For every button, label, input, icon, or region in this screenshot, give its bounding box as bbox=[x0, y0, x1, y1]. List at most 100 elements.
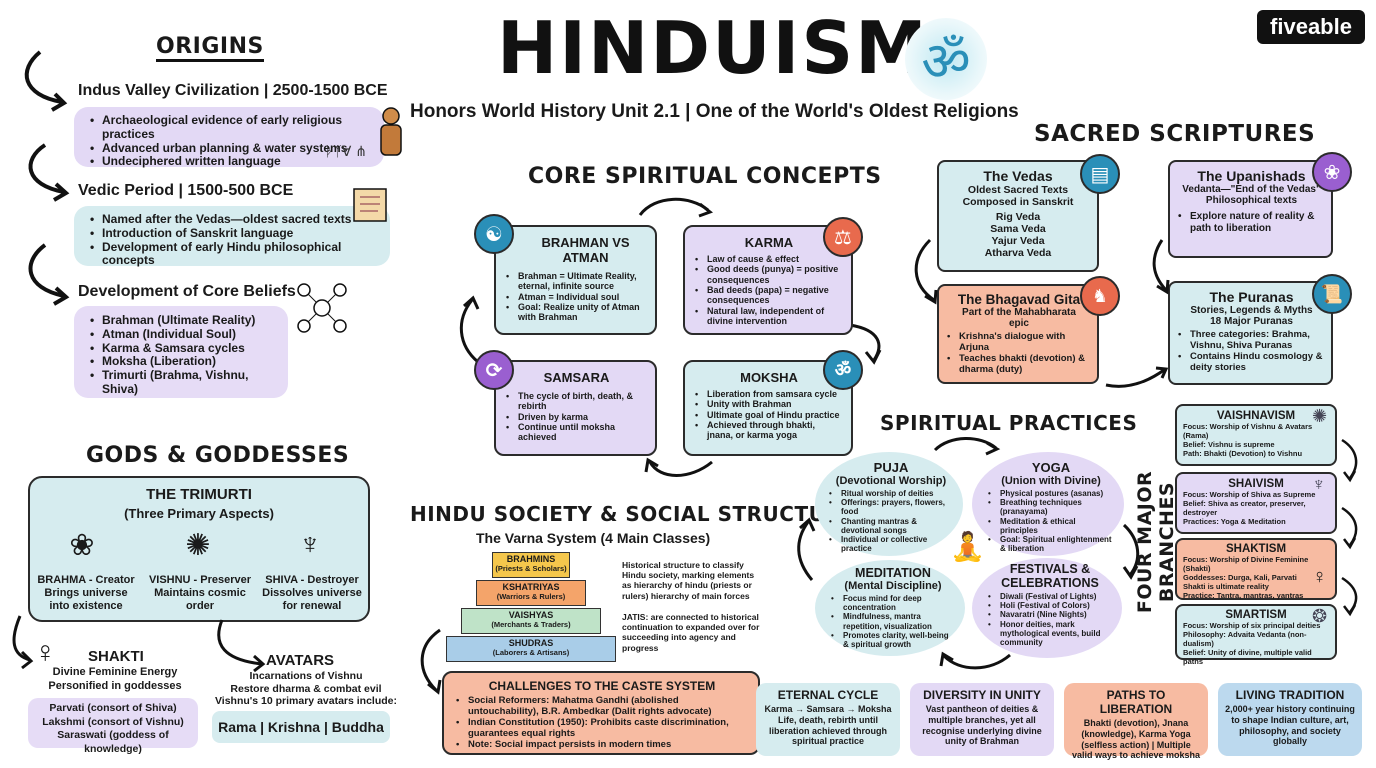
list-item: Law of cause & effect bbox=[695, 254, 843, 265]
branch-line: Belief: Unity of divine, multiple valid … bbox=[1183, 648, 1312, 666]
list-item: Contains Hindu cosmology & deity stories bbox=[1178, 351, 1325, 374]
branch-line: Focus: Worship of Divine Feminine (Shakt… bbox=[1183, 555, 1309, 573]
trimurti-box: THE TRIMURTI (Three Primary Aspects) ❀ ✺… bbox=[28, 476, 370, 622]
practice-subtitle: (Union with Divine) bbox=[1001, 475, 1101, 487]
varna-vaishyas: VAISHYAS(Merchants & Traders) bbox=[461, 608, 601, 634]
page-title: HINDUISM bbox=[497, 6, 929, 90]
list-item: Ritual worship of deities bbox=[829, 489, 953, 498]
scripture-title: The Puranas bbox=[1209, 289, 1294, 305]
puja-circle: PUJA (Devotional Worship) Ritual worship… bbox=[815, 452, 963, 556]
gods-arrows bbox=[12, 615, 266, 673]
branch-title: SHAIVISM bbox=[1228, 478, 1284, 490]
branch-line: Focus: Worship of Vishnu & Avatars (Rama… bbox=[1183, 422, 1313, 440]
gita-box: The Bhagavad Gita Part of the Mahabharat… bbox=[937, 284, 1099, 384]
practice-title: MEDITATION bbox=[855, 566, 931, 580]
list-item: Atharva Veda bbox=[984, 247, 1052, 259]
branch-line: Philosophy: Advaita Vedanta (non-dualism… bbox=[1183, 630, 1307, 648]
challenges-title: CHALLENGES TO THE CASTE SYSTEM bbox=[488, 679, 716, 693]
practice-subtitle: CELEBRATIONS bbox=[1001, 576, 1099, 590]
meditation-circle: MEDITATION (Mental Discipline) Focus min… bbox=[815, 560, 965, 656]
scripture-arrows bbox=[914, 238, 1170, 388]
yin-yang-icon: ☯ bbox=[474, 214, 514, 254]
scripture-desc: Composed in Sanskrit bbox=[962, 196, 1074, 208]
scroll-icon bbox=[348, 185, 392, 225]
practice-title: FESTIVALS & bbox=[1009, 562, 1091, 576]
origins-list-box: Named after the Vedas—oldest sacred text… bbox=[74, 206, 390, 269]
female-symbol-icon: ♀ bbox=[34, 636, 57, 669]
concept-title: MOKSHA bbox=[740, 370, 798, 385]
list-item: Archaeological evidence of early religio… bbox=[90, 113, 374, 142]
concept-title: SAMSARA bbox=[543, 370, 610, 385]
branch-title: VAISHNAVISM bbox=[1216, 410, 1296, 422]
summary-paths: PATHS TO LIBERATION Bhakti (devotion), J… bbox=[1064, 683, 1208, 760]
list-item: Promotes clarity, well-being & spiritual… bbox=[831, 631, 955, 649]
list-item: Chanting mantras & devotional songs bbox=[829, 517, 953, 535]
avatars-names-box: Rama | Krishna | Buddha bbox=[212, 711, 390, 743]
scripture-title: The Bhagavad Gita bbox=[957, 292, 1081, 307]
branch-line: Path: Bhakti (Devotion) to Vishnu bbox=[1183, 449, 1303, 458]
practices-heading: SPIRITUAL PRACTICES bbox=[880, 411, 1138, 435]
gods-heading: GODS & GODDESSES bbox=[86, 443, 350, 468]
list-item: Unity with Brahman bbox=[695, 399, 843, 410]
list-item: Achieved through bhakti, jnana, or karma… bbox=[695, 420, 843, 441]
varna-pyramid: BRAHMINS(Priests & Scholars) KSHATRIYAS(… bbox=[446, 552, 616, 664]
varna-kshatriyas: KSHATRIYAS(Warriors & Rulers) bbox=[476, 580, 586, 606]
scales-icon: ⚖ bbox=[823, 217, 863, 257]
list-item: Ultimate goal of Hindu practice bbox=[695, 410, 843, 421]
branch-title: SMARTISM bbox=[1225, 609, 1287, 621]
practice-subtitle: (Devotional Worship) bbox=[835, 475, 947, 487]
list-item: Development of early Hindu philosophical… bbox=[90, 240, 380, 269]
concept-title: KARMA bbox=[744, 235, 794, 250]
list-item: Diwali (Festival of Lights) bbox=[988, 592, 1112, 601]
avatars-title: AVATARS bbox=[266, 652, 335, 669]
scripture-title: The Vedas bbox=[983, 168, 1053, 184]
list-item: Yajur Veda bbox=[991, 235, 1045, 247]
origins-heading: ORIGINS bbox=[156, 34, 264, 62]
chakra-icon: ✺ bbox=[185, 529, 211, 562]
varna-shudras: SHUDRAS(Laborers & Artisans) bbox=[446, 636, 616, 662]
origins-list-box: Brahman (Ultimate Reality) Atman (Indivi… bbox=[74, 306, 288, 398]
book-icon: ▤ bbox=[1080, 154, 1120, 194]
varna-title: The Varna System (4 Main Classes) bbox=[476, 530, 711, 546]
concept-samsara-box: SAMSARA The cycle of birth, death, & reb… bbox=[494, 360, 657, 456]
branch-line: Practices: Yoga & Meditation bbox=[1183, 517, 1286, 526]
deity-group-icon: ❂ bbox=[1312, 606, 1328, 626]
cycle-arrows bbox=[459, 197, 882, 477]
scriptures-heading: SACRED SCRIPTURES bbox=[1034, 121, 1316, 147]
shakti-title: SHAKTI bbox=[88, 648, 144, 665]
summary-text: Vast pantheon of deities & multiple bran… bbox=[922, 704, 1042, 747]
brand-logo[interactable]: fiveable bbox=[1257, 10, 1365, 44]
trident-icon: ♆ bbox=[298, 528, 322, 561]
jatis-note: JATIS: are connected to historical conti… bbox=[622, 612, 760, 653]
list-item: Sama Veda bbox=[990, 223, 1046, 235]
summary-eternal-cycle: ETERNAL CYCLE Karma → Samsara → Moksha L… bbox=[756, 683, 900, 756]
society-heading: HINDU SOCIETY & SOCIAL STRUCTURE bbox=[410, 502, 856, 526]
list-item: Goal: Realize unity of Atman with Brahma… bbox=[506, 302, 647, 323]
statue-icon bbox=[376, 106, 406, 158]
summary-title: DIVERSITY IN UNITY bbox=[923, 688, 1041, 702]
concept-brahman-box: BRAHMAN VS ATMAN Brahman = Ultimate Real… bbox=[494, 225, 657, 335]
branch-line: Belief: Vishnu is supreme bbox=[1183, 440, 1275, 449]
varna-brahmins: BRAHMINS(Priests & Scholars) bbox=[492, 552, 570, 578]
list-item: Goal: Spiritual enlightenment & liberati… bbox=[988, 535, 1114, 553]
script-glyphs-icon: ᚦᛉ∀ ⋔ bbox=[325, 143, 367, 159]
list-item: Physical postures (asanas) bbox=[988, 489, 1114, 498]
scripture-desc: Vedanta—"End of the Vedas" bbox=[1182, 184, 1321, 195]
origins-section-title: Vedic Period | 1500-500 BCE bbox=[78, 182, 294, 199]
shiva-icon: ♆ bbox=[1312, 474, 1326, 494]
list-item: Driven by karma bbox=[506, 412, 647, 423]
list-item: Navaratri (Nine Nights) bbox=[988, 610, 1112, 619]
list-item: Meditation & ethical principles bbox=[988, 517, 1114, 535]
list-item: Atman (Individual Soul) bbox=[90, 327, 278, 342]
page-subtitle: Honors World History Unit 2.1 | One of t… bbox=[410, 101, 1019, 122]
list-item: Parvati (consort of Shiva) bbox=[49, 702, 177, 714]
list-item: Natural law, independent of divine inter… bbox=[695, 306, 843, 327]
scripture-desc: Philosophical texts bbox=[1205, 195, 1298, 206]
branch-line: Focus: Worship of Shiva as Supreme bbox=[1183, 490, 1316, 499]
meditation-pose-icon: 🧘 bbox=[950, 531, 985, 562]
core-heading: CORE SPIRITUAL CONCEPTS bbox=[528, 164, 882, 189]
list-item: Indian Constitution (1950): Prohibits ca… bbox=[456, 717, 748, 740]
